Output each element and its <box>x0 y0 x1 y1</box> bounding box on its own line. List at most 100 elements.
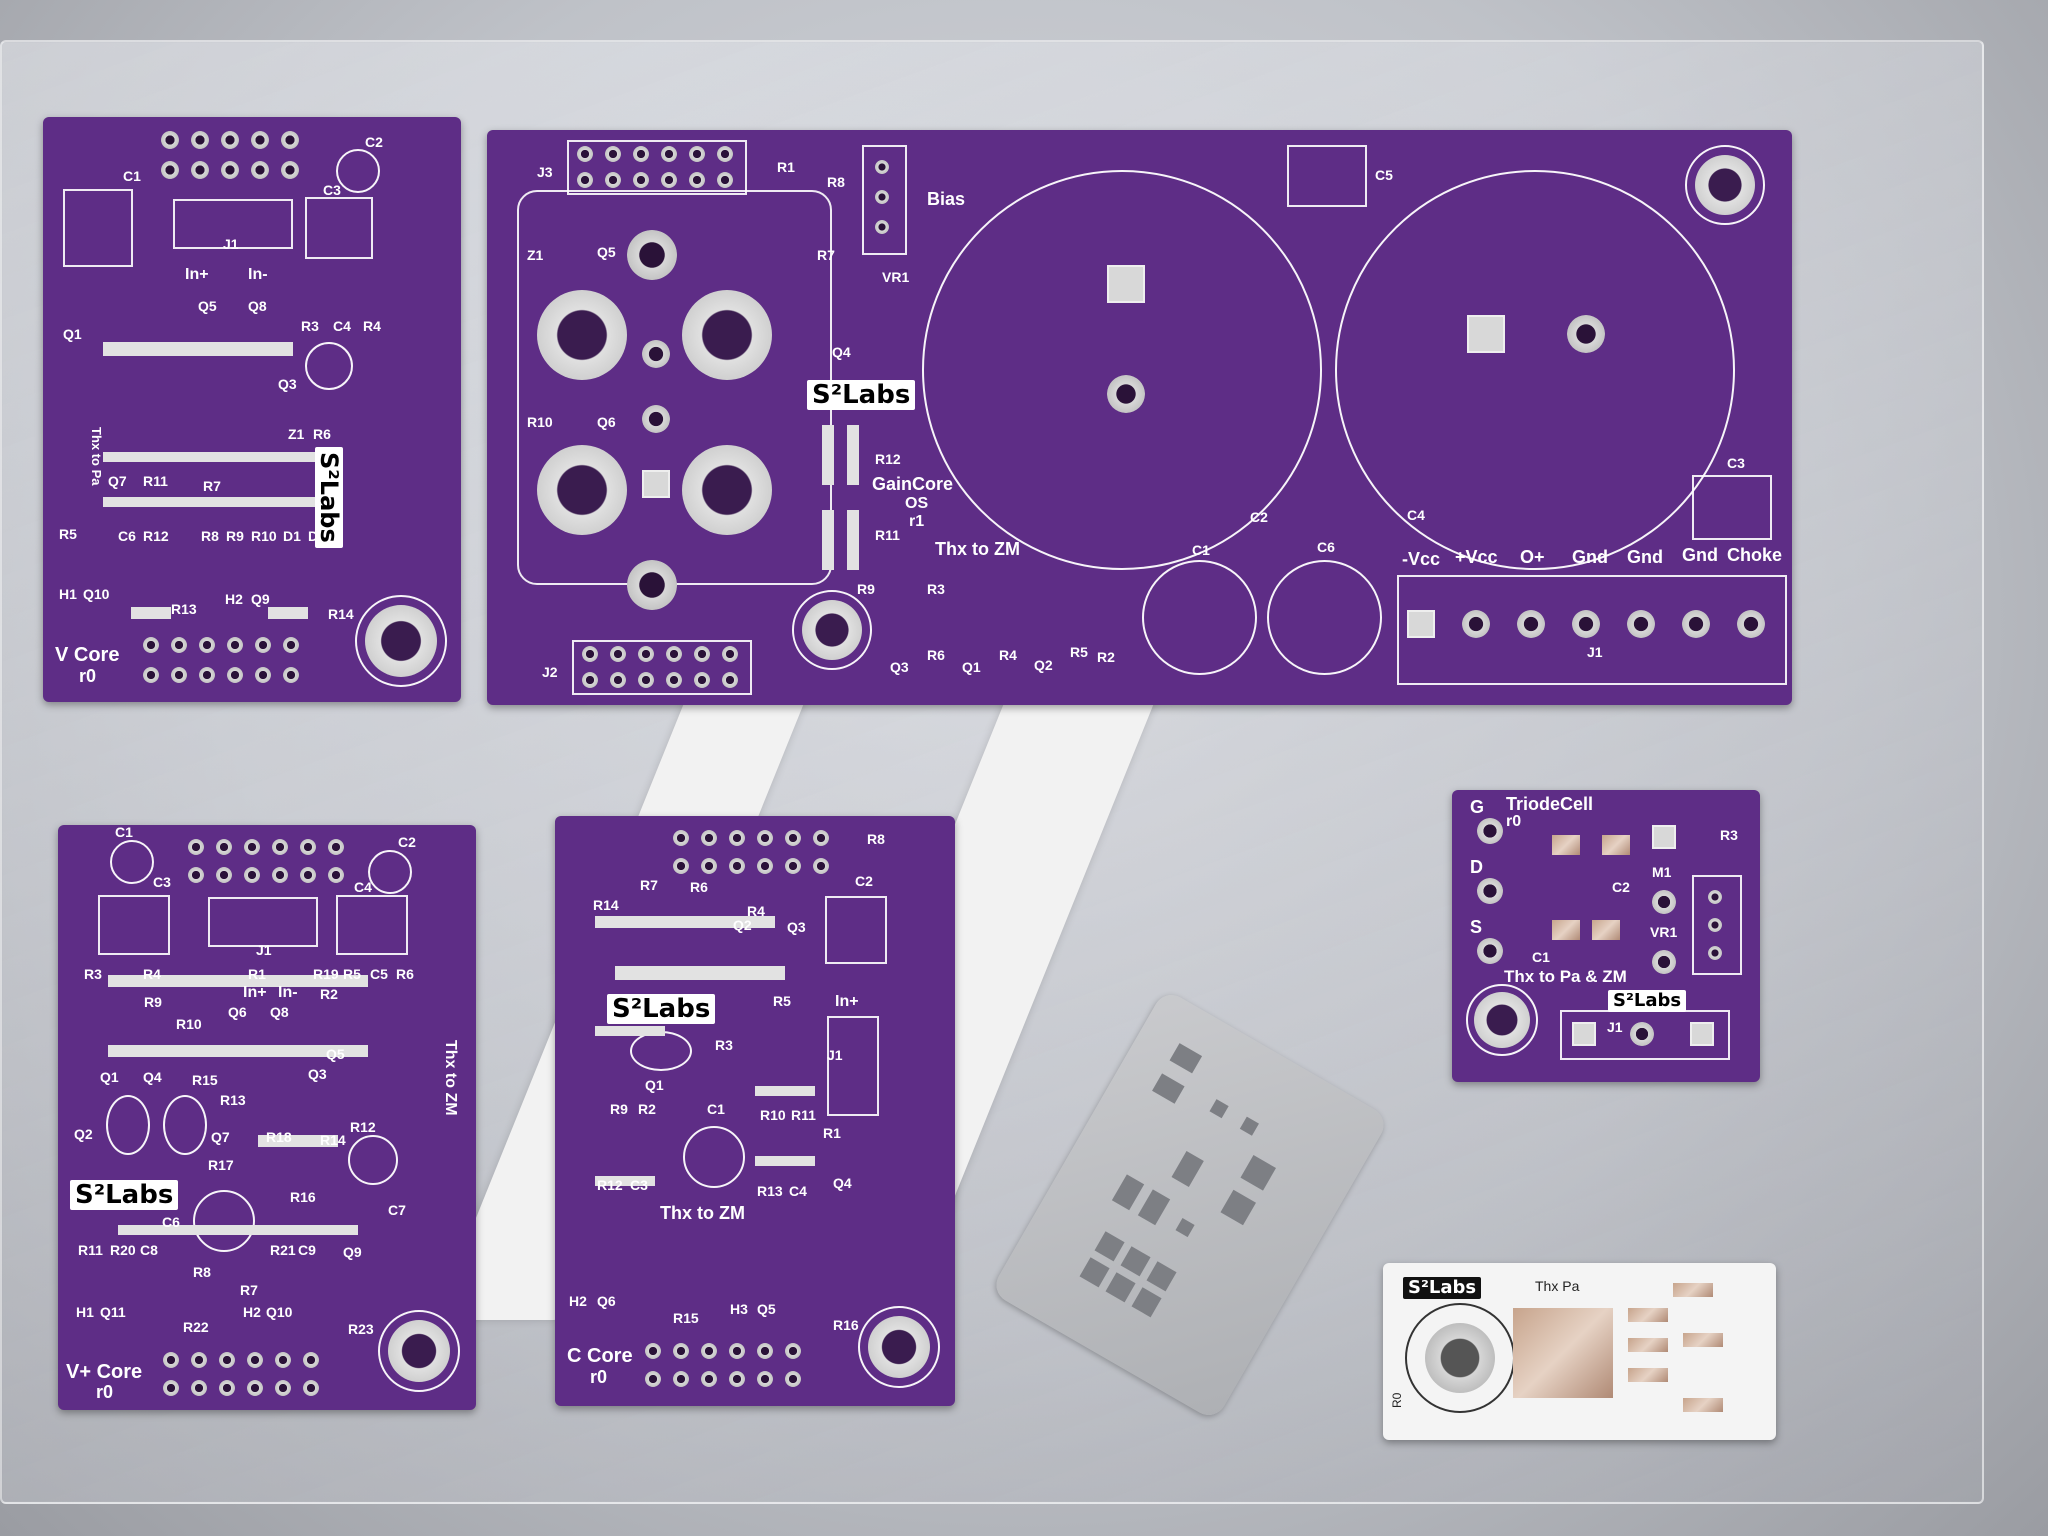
label-r20: R20 <box>110 1242 136 1258</box>
label-r15: R15 <box>192 1072 218 1088</box>
label-thx-to-zm: Thx to ZM <box>935 539 1020 559</box>
label-thx-to-zm: Thx to ZM <box>442 1040 459 1116</box>
label-r7: R7 <box>640 877 658 893</box>
label-r13: R13 <box>171 601 197 617</box>
pad-2 <box>1602 835 1630 855</box>
terminal-o-plus: O+ <box>1520 547 1545 567</box>
label-c5: C5 <box>370 966 388 982</box>
label-r12: R12 <box>875 451 901 467</box>
label-q7: Q7 <box>108 473 127 489</box>
label-r8: R8 <box>193 1264 211 1280</box>
label-r9: R9 <box>144 994 162 1010</box>
label-c4: C4 <box>1407 507 1425 523</box>
label-title: TriodeCell <box>1506 794 1594 814</box>
label-r10: R10 <box>760 1107 786 1123</box>
label-r3: R3 <box>1720 827 1738 843</box>
label-r9: R9 <box>610 1101 628 1117</box>
label-c7: C7 <box>388 1202 406 1218</box>
label-h2: H2 <box>243 1304 261 1320</box>
label-in-minus: In- <box>248 266 268 283</box>
pcb-thx-pa: S²Labs Thx Pa R0 <box>1383 1263 1776 1440</box>
label-r8: R8 <box>867 831 885 847</box>
pcb-triodecell: G TriodeCell r0 R3 D M1 C2 S VR1 C1 Thx … <box>1452 790 1760 1082</box>
label-r7: R7 <box>203 478 221 494</box>
label-c1: C1 <box>123 168 141 184</box>
via-bottom <box>627 560 677 610</box>
via-center-2 <box>642 405 670 433</box>
board-title: C Core <box>567 1345 633 1367</box>
s2labs-logo: S²Labs <box>315 447 343 548</box>
mounting-ring <box>1466 984 1538 1056</box>
label-r4: R4 <box>747 903 765 919</box>
c5-outline <box>1287 145 1367 207</box>
terminal-gnd-1: Gnd <box>1572 547 1608 567</box>
label-r18: R18 <box>266 1129 292 1145</box>
label-q5: Q5 <box>326 1046 345 1062</box>
label-r6: R6 <box>313 426 331 442</box>
label-c3: C3 <box>1727 455 1745 471</box>
label-c2: C2 <box>398 834 416 850</box>
label-s: S <box>1470 917 1483 937</box>
label-c4: C4 <box>789 1183 807 1199</box>
label-c9: C9 <box>298 1242 316 1258</box>
copper-pad-4 <box>1673 1283 1713 1297</box>
pcb-v-core: C2 C1 C3 J1 In+ In- Q1 Q5 Q8 R3 C4 R4 Q3… <box>43 117 461 702</box>
label-j1: J1 <box>1607 1019 1623 1035</box>
c6-outline <box>193 1190 255 1252</box>
board-revision: r0 <box>79 666 97 686</box>
label-c1: C1 <box>707 1101 725 1117</box>
j3-outline <box>567 140 747 195</box>
j1-pin-3 <box>1690 1022 1714 1046</box>
label-c2: C2 <box>1612 879 1630 895</box>
label-q6: Q6 <box>597 1293 616 1309</box>
label-c6: C6 <box>162 1214 180 1230</box>
mounting-ring <box>355 595 447 687</box>
copper-pad-2 <box>1628 1338 1668 1352</box>
label-r23: R23 <box>348 1321 374 1337</box>
label-m1: M1 <box>1652 864 1672 880</box>
label-r17: R17 <box>208 1157 234 1173</box>
vr1-pin-2 <box>875 190 889 204</box>
label-r3: R3 <box>301 318 319 334</box>
label-q8: Q8 <box>270 1004 289 1020</box>
label-r4: R4 <box>999 647 1017 663</box>
j1-outline <box>1397 575 1787 685</box>
mounting-hole <box>1425 1323 1495 1393</box>
label-vr1: VR1 <box>1650 924 1678 940</box>
square-pad <box>642 470 670 498</box>
c7-outline <box>348 1135 398 1185</box>
pcb-vplus-core: C1 C2 C3 C4 J1 R3 R4 R1 R19 R5 C5 R6 R9 … <box>58 825 476 1410</box>
label-q3: Q3 <box>278 376 297 392</box>
board-title: V Core <box>55 644 120 666</box>
label-j3: J3 <box>537 164 553 180</box>
power-hole-2 <box>682 290 772 380</box>
c1-outline <box>1142 560 1257 675</box>
label-thx-to-zm: Thx to ZM <box>660 1203 745 1223</box>
c2-outline <box>336 149 380 193</box>
label-c3: C3 <box>323 182 341 198</box>
label-r19: R19 <box>313 966 339 982</box>
pad-1 <box>1552 835 1580 855</box>
label-j1: J1 <box>223 236 239 252</box>
label-r16: R16 <box>833 1317 859 1333</box>
label-h2: H2 <box>569 1293 587 1309</box>
label-q11: Q11 <box>100 1304 126 1320</box>
vr1-outline <box>862 145 907 255</box>
label-q3: Q3 <box>308 1066 327 1082</box>
c3-outline <box>305 197 373 259</box>
board-title: V+ Core <box>66 1361 143 1383</box>
label-r10: R10 <box>527 414 553 430</box>
terminal-gnd-2: Gnd <box>1627 547 1663 567</box>
q2-outline <box>106 1095 150 1155</box>
pcb-gaincore: J3 R1 R8 Bias Z1 Q5 R7 VR1 Q4 R10 Q6 R12… <box>487 130 1792 705</box>
label-r21: R21 <box>270 1242 296 1258</box>
label-r11: R11 <box>791 1107 816 1123</box>
label-r8: R8 <box>201 528 219 544</box>
s2labs-logo: S²Labs <box>807 380 916 410</box>
vr1-outline <box>1692 875 1742 975</box>
label-r8: R8 <box>827 174 845 190</box>
label-r11: R11 <box>143 473 168 489</box>
label-r12: R12 <box>350 1119 376 1135</box>
via-center <box>642 340 670 368</box>
s2labs-logo: S²Labs <box>1403 1277 1482 1299</box>
